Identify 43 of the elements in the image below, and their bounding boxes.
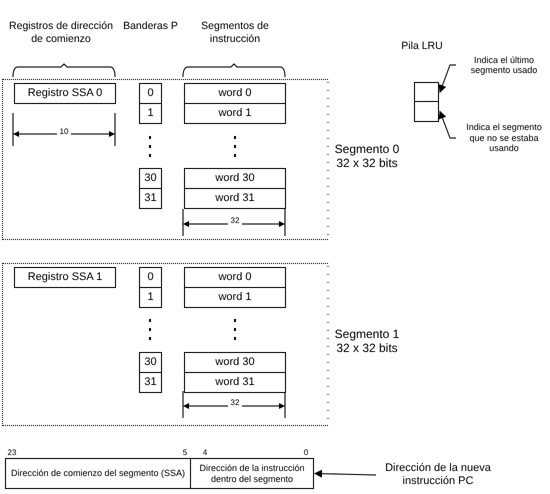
dimension-label: 10 xyxy=(57,127,71,137)
register-cell: 1 xyxy=(139,287,162,308)
address-field: Dirección de la instrucción dentro del segmento xyxy=(190,458,314,489)
column-heading: Segmentos de instrucción xyxy=(200,20,270,46)
register-cell: 31 xyxy=(139,372,162,393)
note-text: Indica el último segmento usado xyxy=(458,50,550,80)
segment-frame xyxy=(2,263,328,426)
bit-index: 0 xyxy=(302,448,310,458)
segment-frame xyxy=(2,79,328,240)
register-cell: 30 xyxy=(139,352,162,373)
register-cell xyxy=(414,82,439,102)
register-cell: Registro SSA 1 xyxy=(14,267,116,288)
register-cell: word 31 xyxy=(184,188,286,209)
column-heading: Registros de dirección de comienzo xyxy=(8,20,114,46)
register-cell: 0 xyxy=(139,267,162,288)
register-cell: word 1 xyxy=(184,287,286,308)
register-cell: 31 xyxy=(139,188,162,209)
register-cell: word 30 xyxy=(184,352,286,373)
register-cell: word 0 xyxy=(184,267,286,288)
dimension-label: 32 xyxy=(228,216,242,226)
arrow xyxy=(438,64,456,93)
note-text: Indica el segmento que no se estaba usando xyxy=(458,118,550,158)
register-cell: 1 xyxy=(139,103,162,124)
bit-index: 23 xyxy=(6,448,18,458)
register-cell: 0 xyxy=(139,83,162,104)
register-cell: Registro SSA 0 xyxy=(14,83,116,104)
register-cell xyxy=(414,101,439,122)
segment-caption: Segmento 1 32 x 32 bits xyxy=(334,326,400,356)
address-field: Dirección de comienzo del segmento (SSA) xyxy=(5,458,191,489)
bit-index: 5 xyxy=(182,448,188,458)
stack-label: Pila LRU xyxy=(400,40,444,53)
arrow xyxy=(314,470,376,478)
column-heading: Banderas P xyxy=(123,20,178,33)
segment-caption: Segmento 0 32 x 32 bits xyxy=(334,142,400,170)
note-text: Dirección de la nueva instrucción PC xyxy=(378,458,498,492)
register-cell: word 1 xyxy=(184,103,286,124)
register-cell: word 31 xyxy=(184,372,286,393)
register-cell: 30 xyxy=(139,168,162,189)
dimension-label: 32 xyxy=(228,398,242,408)
bit-index: 4 xyxy=(202,448,208,458)
register-cell: word 0 xyxy=(184,83,286,104)
arrow xyxy=(438,110,456,138)
register-cell: word 30 xyxy=(184,168,286,189)
